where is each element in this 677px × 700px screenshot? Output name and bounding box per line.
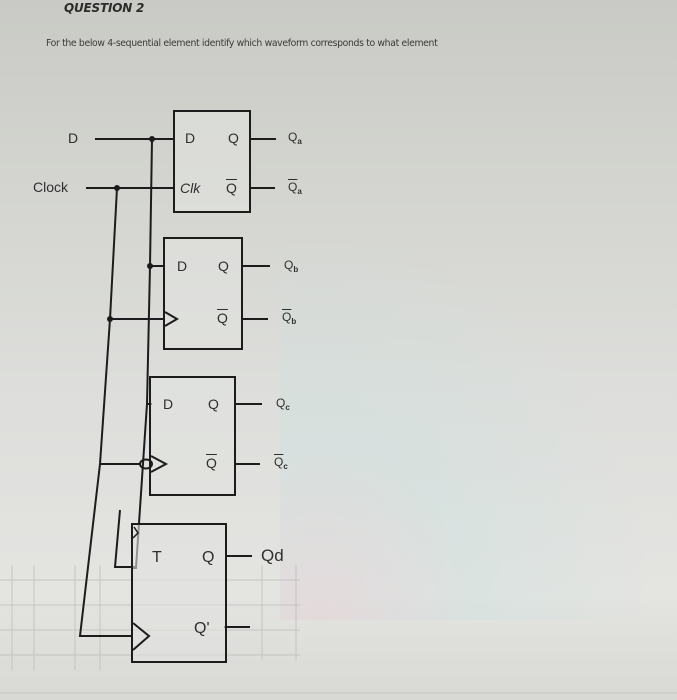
clock-input-label: Clock — [33, 179, 69, 195]
ff-a-qbar-pin: Q — [226, 180, 237, 196]
flip-flop-d — [131, 523, 227, 663]
junction-dot — [149, 136, 155, 142]
question-text: For the below 4-sequential element ident… — [46, 38, 438, 49]
ff-a-q-output: Qa — [288, 130, 302, 146]
ff-c-qbar-output: Qc — [274, 455, 288, 471]
flip-flop-a — [173, 110, 251, 213]
ff-d-q-pin: Q — [202, 549, 215, 566]
ff-a-qbar-output: Qa — [288, 180, 302, 196]
ff-a-d-pin: D — [185, 130, 196, 146]
junction-dot — [107, 316, 113, 322]
ff-b-qbar-pin: Q — [217, 310, 228, 326]
junction-dot — [114, 185, 120, 191]
ff-c-d-pin: D — [163, 396, 174, 412]
ff-c-q-pin: Q — [208, 396, 219, 412]
ff-c-q-output: Qc — [276, 396, 290, 412]
ff-d-qprime-pin: Q' — [194, 620, 210, 637]
d-input-label: D — [68, 130, 79, 146]
question-title: QUESTION 2 — [64, 1, 145, 15]
ff-b-qbar-output: Qb — [282, 310, 297, 326]
ff-b-q-output: Qb — [284, 258, 299, 274]
ff-b-q-pin: Q — [218, 258, 229, 274]
ff-b-d-pin: D — [177, 258, 188, 274]
flip-flop-b — [163, 237, 243, 350]
junction-dot — [147, 263, 153, 269]
ff-c-qbar-pin: Q — [206, 455, 217, 471]
ff-d-q-output: Qd — [261, 546, 284, 565]
ff-d-t-pin: T — [152, 549, 162, 566]
ff-a-q-pin: Q — [228, 130, 239, 146]
ff-a-clk-pin: Clk — [180, 180, 201, 196]
flip-flop-c — [149, 376, 236, 496]
